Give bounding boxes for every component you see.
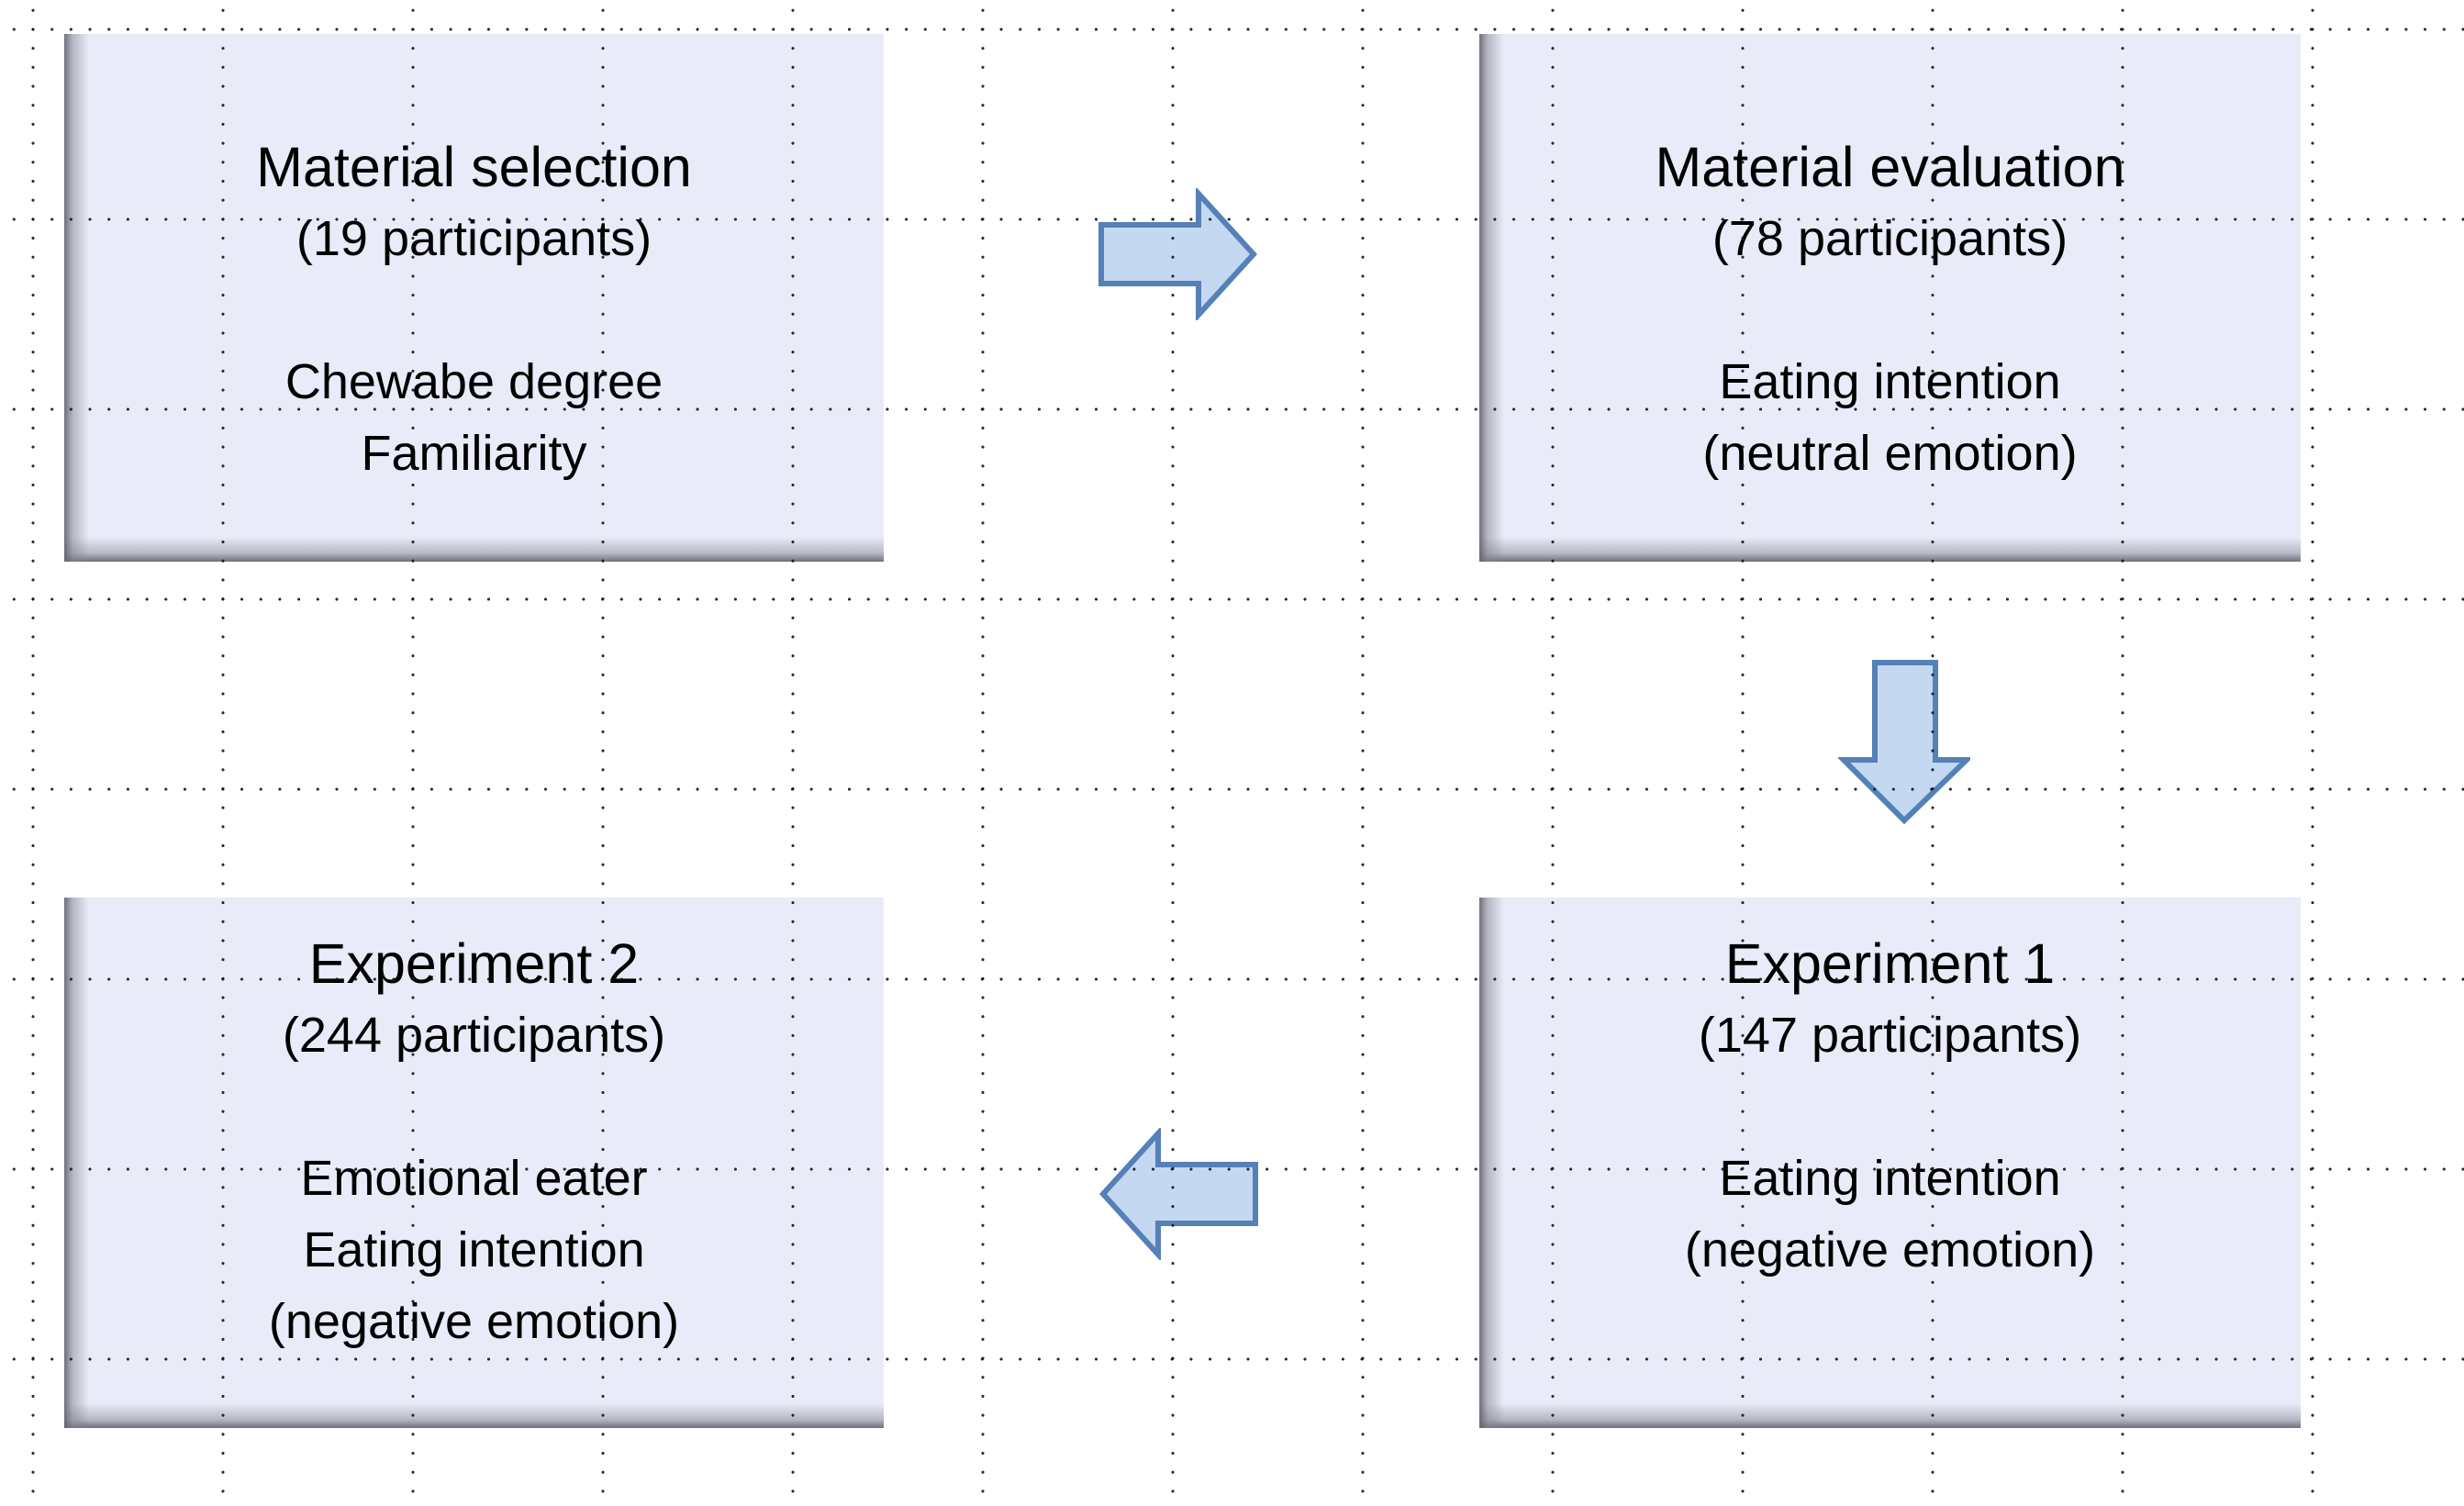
node-measure: Familiarity xyxy=(361,426,587,481)
arrow-right-icon xyxy=(1098,188,1258,320)
node-title: Material evaluation xyxy=(1655,136,2125,198)
node-measure: (negative emotion) xyxy=(268,1294,680,1349)
node-title: Material selection xyxy=(256,136,692,198)
arrow-down-icon xyxy=(1838,660,1970,825)
node-measure: (neutral emotion) xyxy=(1702,426,2078,481)
node-measure: Emotional eater xyxy=(300,1151,648,1206)
node-measure: Eating intention xyxy=(1719,1151,2061,1206)
node-measure: Chewabe degree xyxy=(284,354,663,409)
node-spacer xyxy=(1479,1071,2301,1143)
node-title: Experiment 2 xyxy=(308,932,640,995)
node-participants: (19 participants) xyxy=(295,211,652,266)
node-spacer xyxy=(64,274,884,346)
node-measure: Eating intention xyxy=(1719,354,2061,409)
node-experiment-2: Experiment 2 (244 participants) Emotiona… xyxy=(64,898,884,1428)
arrow-left-icon xyxy=(1098,1128,1258,1260)
node-experiment-1: Experiment 1 (147 participants) Eating i… xyxy=(1479,898,2301,1428)
node-participants: (147 participants) xyxy=(1698,1008,2082,1063)
node-material-selection: Material selection (19 participants) Che… xyxy=(64,34,884,562)
node-measure: Eating intention xyxy=(303,1222,645,1277)
node-title: Experiment 1 xyxy=(1724,932,2056,995)
node-spacer xyxy=(1479,274,2301,346)
node-material-evaluation: Material evaluation (78 participants) Ea… xyxy=(1479,34,2301,562)
node-participants: (244 participants) xyxy=(282,1008,666,1063)
node-participants: (78 participants) xyxy=(1711,211,2068,266)
node-spacer xyxy=(64,1071,884,1143)
node-measure: (negative emotion) xyxy=(1684,1222,2096,1277)
